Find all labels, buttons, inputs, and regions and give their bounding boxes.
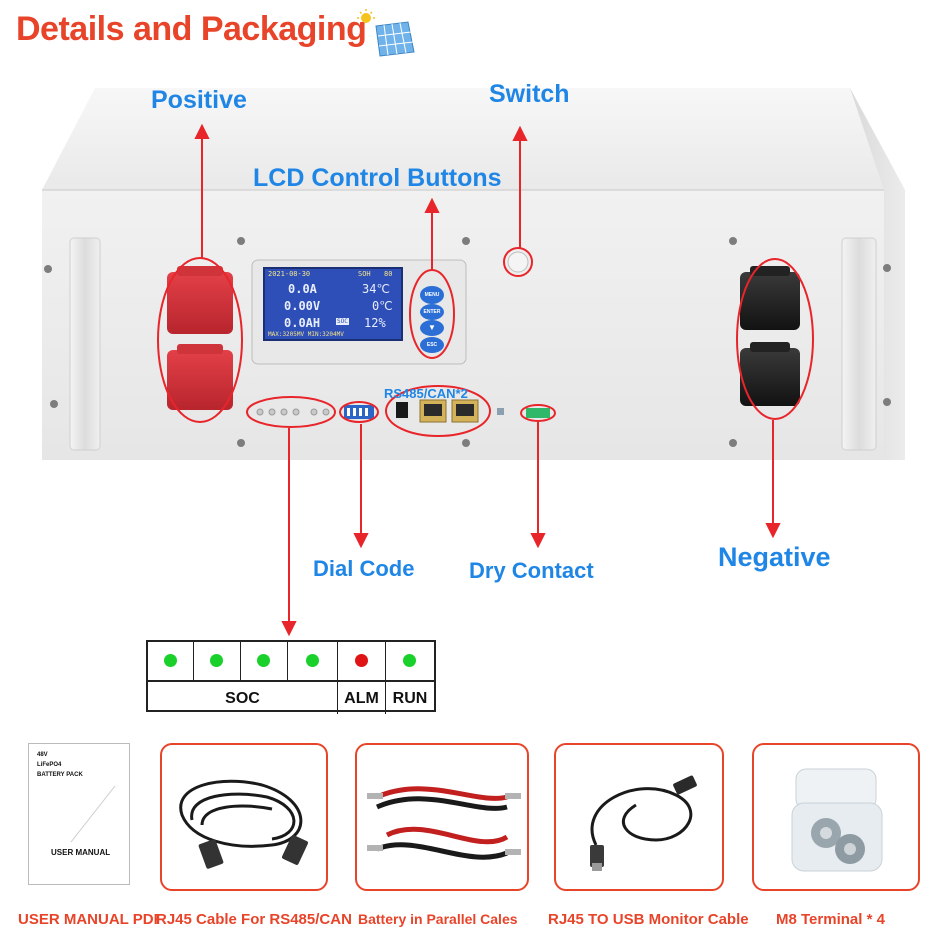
led-indicator (354, 654, 368, 667)
callout-dial-code: Dial Code (313, 556, 415, 581)
led-indicator (305, 654, 319, 667)
manual-footer: USER MANUAL (51, 848, 111, 857)
m8-terminal-image (752, 743, 920, 891)
lcd-footer: MAX:3205MV MIN:3204MV (268, 331, 344, 338)
positive-terminal-bottom (167, 350, 233, 410)
lcd-current: 0.0A (288, 282, 317, 296)
led-indicator (163, 654, 177, 667)
led-soc-3 (241, 642, 288, 680)
esc-button[interactable]: ESC (420, 337, 444, 353)
caption-parallel-cables: Battery in Parallel Cales (358, 911, 518, 927)
lcd-soh-label: SOH (358, 270, 371, 278)
callout-lcd-buttons: LCD Control Buttons (253, 164, 502, 192)
lcd-temp1: 34℃ (362, 282, 390, 296)
callout-negative: Negative (718, 542, 831, 572)
led-indicator (403, 654, 416, 667)
usb-monitor-cable-image (554, 743, 724, 891)
lcd-voltage: 0.00V (284, 299, 321, 313)
lcd-soc: 12% (364, 316, 386, 330)
led-run (386, 642, 434, 680)
caption-user-manual: USER MANUAL PDF (18, 911, 163, 928)
menu-button[interactable]: MENU (420, 286, 444, 304)
alm-label: ALM (338, 680, 386, 714)
down-button[interactable]: ▼ (420, 320, 444, 336)
led-indicator (257, 654, 270, 667)
negative-terminal-top (740, 272, 800, 330)
led-alm (338, 642, 386, 680)
manual-chem: LiFePO4 (37, 762, 62, 768)
lcd-soc-tag: SOC (336, 318, 349, 325)
run-label: RUN (386, 680, 434, 714)
caption-usb-cable: RJ45 TO USB Monitor Cable (548, 911, 749, 928)
lcd-soh-value: 80 (384, 270, 393, 278)
caption-rj45-cable: RJ45 Cable For RS485/CAN (156, 911, 352, 928)
led-soc-1 (148, 642, 194, 680)
soc-label: SOC (148, 680, 338, 714)
caption-m8-terminal: M8 Terminal * 4 (776, 911, 885, 928)
lcd-capacity: 0.0AH (284, 316, 321, 330)
led-status-panel: SOC ALM RUN (146, 640, 436, 714)
parallel-cables-image (355, 743, 529, 891)
led-soc-2 (194, 642, 241, 680)
manual-pack: BATTERY PACK (37, 772, 83, 778)
led-soc-4 (288, 642, 338, 680)
callout-rs485: RS485/CAN*2 (384, 386, 468, 401)
lcd-readout: 2021-08-30 SOH 80 0.0A 34℃ 0.00V 0℃ 0.0A… (266, 270, 400, 338)
lcd-date: 2021-08-30 (268, 270, 311, 278)
triangle-down-icon: ▼ (428, 323, 436, 332)
positive-terminal-top (167, 272, 233, 334)
callout-positive: Positive (151, 86, 247, 114)
solar-panel-icon (357, 9, 415, 57)
enter-button[interactable]: ENTER (420, 304, 444, 320)
callout-dry-contact: Dry Contact (469, 558, 594, 583)
lcd-temp2: 0℃ (372, 299, 393, 313)
led-indicator (210, 654, 223, 667)
manual-voltage: 48V (37, 752, 48, 758)
callout-switch: Switch (489, 80, 570, 108)
page-title: Details and Packaging (16, 10, 367, 48)
lcd-screen (263, 267, 403, 341)
user-manual-image: 48V LiFePO4 BATTERY PACK USER MANUAL (28, 743, 130, 885)
rj45-cable-image (160, 743, 328, 891)
negative-terminal-bottom (740, 348, 800, 406)
